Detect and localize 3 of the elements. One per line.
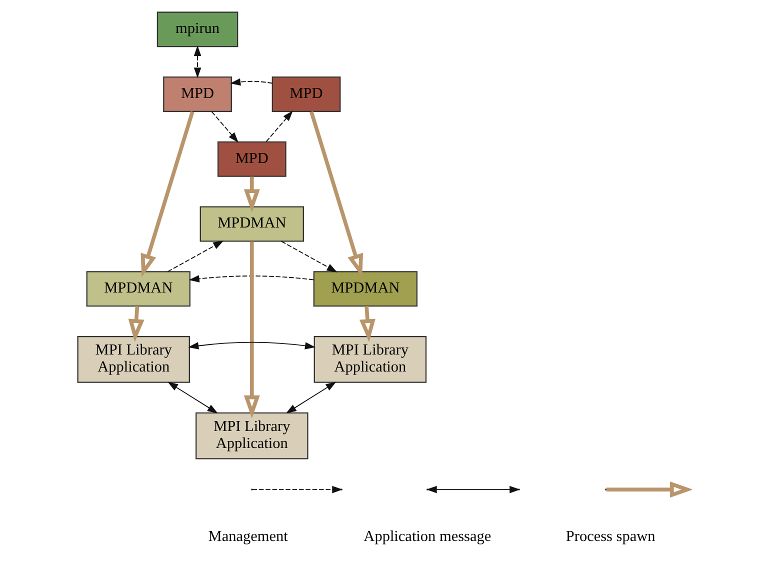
legend-label: Application message	[363, 528, 491, 546]
legend-label: Management	[208, 528, 288, 546]
legend-label: Process spawn	[565, 528, 655, 546]
